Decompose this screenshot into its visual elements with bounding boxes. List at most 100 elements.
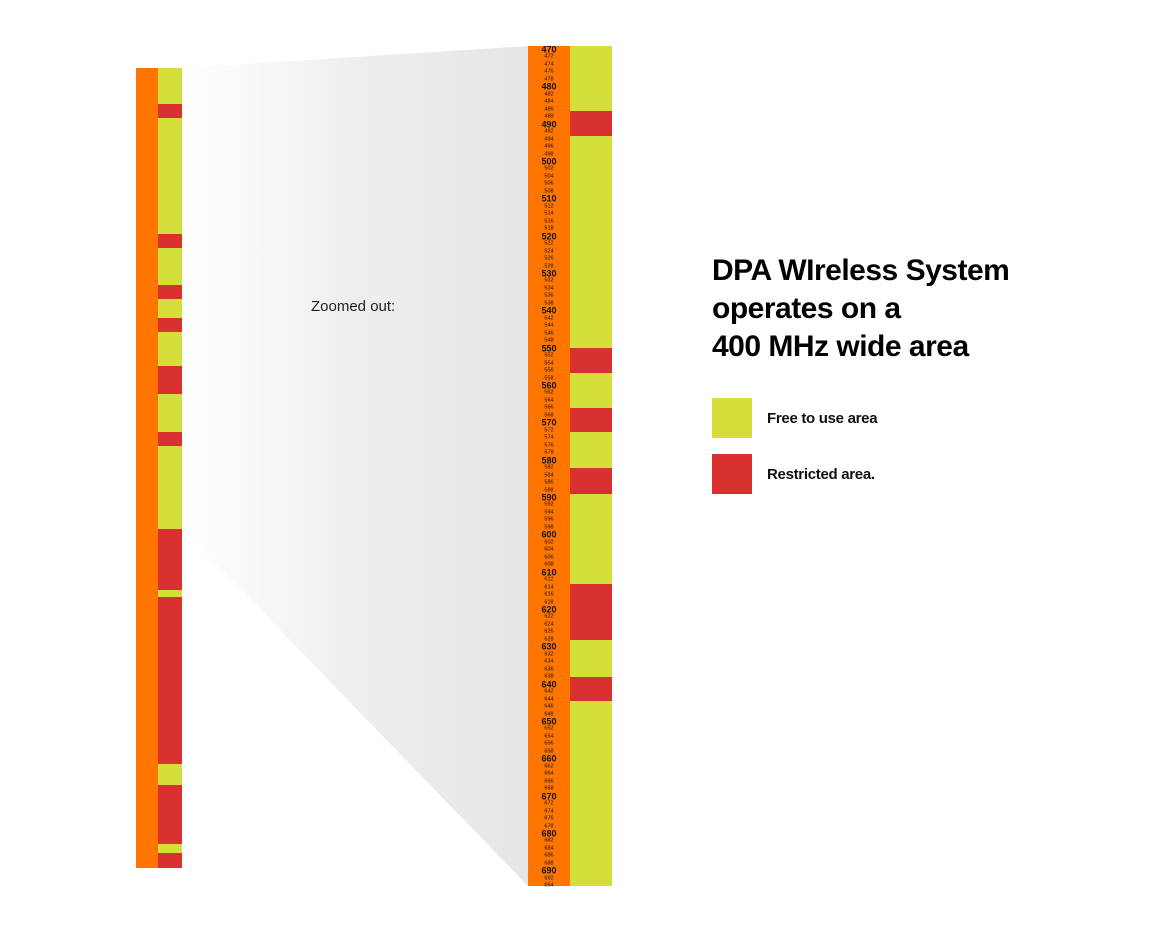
restricted-band [158,104,182,118]
frequency-label: 564 [544,397,554,404]
frequency-label: 550 [541,343,557,354]
frequency-label: 572 [544,427,554,434]
frequency-label: 650 [541,716,557,727]
frequency-label: 652 [544,725,554,732]
frequency-label: 522 [544,240,554,247]
frequency-label: 580 [541,455,557,466]
frequency-label: 604 [544,546,554,553]
legend-free: Free to use area [712,398,878,438]
frequency-label: 526 [544,255,554,262]
frequency-label: 658 [544,748,554,755]
frequency-label: 620 [541,604,557,615]
restricted-band [570,676,612,702]
frequency-label: 624 [544,621,554,628]
frequency-label: 478 [544,76,554,83]
frequency-label: 664 [544,770,554,777]
zoomed-band-strip [570,46,612,886]
frequency-label: 668 [544,785,554,792]
frequency-label: 566 [544,404,554,411]
frequency-label: 470 [541,44,557,55]
frequency-label: 520 [541,231,557,242]
frequency-label: 480 [541,81,557,92]
frequency-label: 692 [544,875,554,882]
frequency-label: 590 [541,492,557,503]
frequency-label: 662 [544,763,554,770]
overview-spectrum-bar [136,68,158,868]
restricted-band [158,366,182,394]
frequency-label: 582 [544,464,554,471]
frequency-label: 540 [541,305,557,316]
frequency-label: 516 [544,217,554,224]
frequency-label: 686 [544,852,554,859]
frequency-label: 600 [541,529,557,540]
frequency-label: 490 [541,119,557,130]
frequency-label: 614 [544,583,554,590]
frequency-label: 672 [544,800,554,807]
frequency-label: 642 [544,688,554,695]
frequency-label: 514 [544,210,554,217]
headline: DPA WIreless System operates on a 400 MH… [712,252,1010,366]
frequency-label: 622 [544,613,554,620]
restricted-band [158,785,182,844]
restricted-band [158,432,182,446]
frequency-label: 546 [544,329,554,336]
frequency-label: 630 [541,641,557,652]
frequency-label: 634 [544,658,554,665]
frequency-label: 524 [544,247,554,254]
frequency-label: 660 [541,753,557,764]
frequency-label: 536 [544,292,554,299]
frequency-label: 596 [544,516,554,523]
restricted-band [570,111,612,136]
frequency-label: 506 [544,180,554,187]
frequency-label: 680 [541,828,557,839]
frequency-label: 548 [544,337,554,344]
frequency-label: 578 [544,449,554,456]
frequency-label: 474 [544,61,554,68]
free-swatch [712,398,752,438]
frequency-label: 656 [544,740,554,747]
frequency-label: 576 [544,441,554,448]
frequency-label: 534 [544,285,554,292]
frequency-label: 518 [544,225,554,232]
frequency-label: 472 [544,53,554,60]
frequency-label: 570 [541,417,557,428]
restricted-band [570,583,612,640]
frequency-label: 508 [544,188,554,195]
frequency-label: 678 [544,822,554,829]
frequency-label: 616 [544,591,554,598]
frequency-label: 674 [544,807,554,814]
frequency-label: 694 [544,882,554,889]
frequency-label: 606 [544,553,554,560]
frequency-label: 538 [544,300,554,307]
restricted-band [570,467,612,494]
frequency-label: 584 [544,471,554,478]
legend-label: Free to use area [767,409,878,427]
headline-line: 400 MHz wide area [712,330,969,363]
frequency-label: 646 [544,703,554,710]
frequency-label: 556 [544,367,554,374]
legend-restricted: Restricted area. [712,454,875,494]
frequency-label: 640 [541,679,557,690]
frequency-label: 500 [541,156,557,167]
restricted-swatch [712,454,752,494]
frequency-label: 684 [544,845,554,852]
frequency-label: 502 [544,165,554,172]
frequency-label: 594 [544,509,554,516]
frequency-label: 486 [544,105,554,112]
frequency-label: 690 [541,865,557,876]
restricted-band [158,234,182,248]
overview-band-strip [158,68,182,868]
frequency-label: 618 [544,598,554,605]
frequency-label: 558 [544,374,554,381]
restricted-band [158,528,182,590]
frequency-label: 542 [544,315,554,322]
frequency-label: 496 [544,143,554,150]
frequency-label: 682 [544,837,554,844]
frequency-label: 638 [544,673,554,680]
frequency-label: 544 [544,322,554,329]
frequency-label: 492 [544,128,554,135]
frequency-label: 644 [544,695,554,702]
frequency-label: 530 [541,268,557,279]
frequency-label: 560 [541,380,557,391]
frequency-label: 676 [544,815,554,822]
